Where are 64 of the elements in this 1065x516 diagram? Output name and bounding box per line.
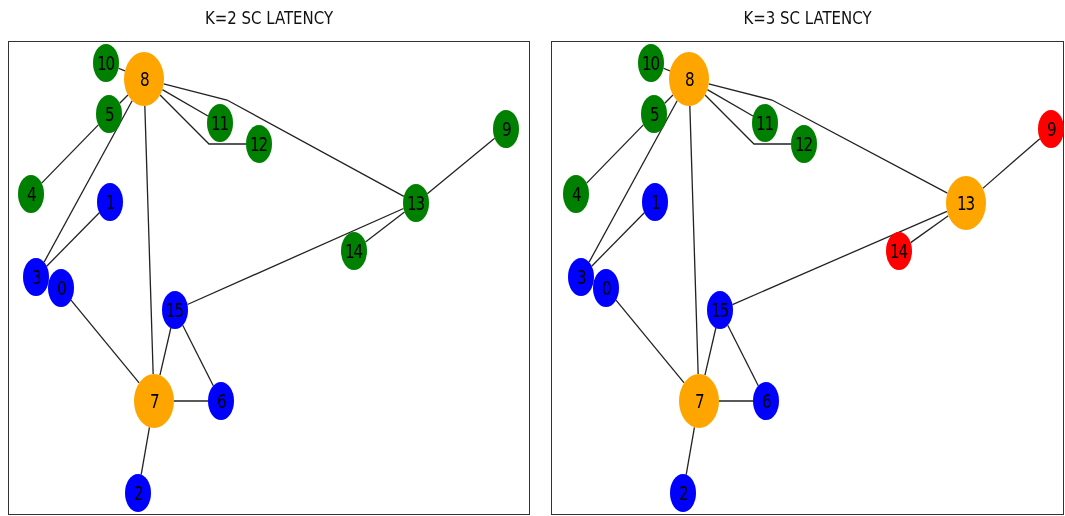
graph-edge <box>364 211 406 243</box>
graph-edge <box>173 400 209 402</box>
graph-node: 14 <box>341 232 367 270</box>
graph-edge <box>704 94 792 145</box>
graph-edge <box>910 215 949 244</box>
graph-edge <box>689 105 699 375</box>
graph-node: 4 <box>18 175 44 213</box>
graph-node: 8 <box>124 52 164 106</box>
graph-node: 15 <box>707 291 733 329</box>
graph-edge <box>982 138 1041 189</box>
graph-node: 12 <box>791 125 817 163</box>
graph-node: 0 <box>48 269 74 307</box>
graph-node: 5 <box>641 95 667 133</box>
graph-edge <box>706 89 754 117</box>
graph-node: 8 <box>669 52 709 106</box>
graph-edge <box>727 324 759 387</box>
graph-edge <box>591 212 645 267</box>
graph-node: 13 <box>946 176 986 230</box>
graph-edge <box>615 299 685 384</box>
graph-edge <box>43 100 133 263</box>
graph-node: 5 <box>96 95 122 133</box>
graph-node: 13 <box>403 184 429 222</box>
graph-edge <box>182 324 214 387</box>
graph-node: 11 <box>752 104 778 142</box>
graph-node: 15 <box>162 291 188 329</box>
graph-edge <box>144 105 154 375</box>
graph-edge <box>70 299 140 384</box>
graph-edge <box>588 100 678 263</box>
graph-node: 6 <box>753 382 779 420</box>
graph-edge <box>159 327 172 376</box>
graph-node: 0 <box>593 269 619 307</box>
graph-edge <box>731 210 948 306</box>
panel-title: K=3 SC LATENCY <box>742 8 873 28</box>
graph-node: 3 <box>568 258 594 296</box>
graph-edge <box>46 212 100 267</box>
graph-node: 1 <box>642 183 668 221</box>
graph-edge <box>718 400 754 402</box>
graph-node: 12 <box>246 125 272 163</box>
graph-node: 7 <box>679 374 719 428</box>
graph-node: 9 <box>1038 110 1064 148</box>
graph-edge <box>41 124 99 184</box>
graph-node: 10 <box>93 44 119 82</box>
graph-node: 14 <box>886 232 912 270</box>
graph-edge <box>704 327 717 376</box>
graph-node: 9 <box>493 110 519 148</box>
graph-edge <box>586 124 644 184</box>
graph-edge <box>163 83 405 197</box>
graph-edge <box>161 89 209 117</box>
graph-edge <box>685 426 696 476</box>
graph-edge <box>426 137 496 195</box>
graph-node: 10 <box>638 44 664 82</box>
graph-node: 11 <box>207 104 233 142</box>
graph-node: 2 <box>125 474 151 512</box>
graph-node: 6 <box>208 382 234 420</box>
graph-node: 2 <box>670 474 696 512</box>
panel-title: K=2 SC LATENCY <box>203 8 335 28</box>
graph-node: 7 <box>134 374 174 428</box>
graph-node: 3 <box>23 258 49 296</box>
graph-edge <box>159 94 247 145</box>
graph-node: 4 <box>563 175 589 213</box>
graph-node: 1 <box>97 183 123 221</box>
graph-edge <box>140 426 151 476</box>
graph-edge <box>708 83 949 194</box>
graph-edge <box>186 207 405 306</box>
